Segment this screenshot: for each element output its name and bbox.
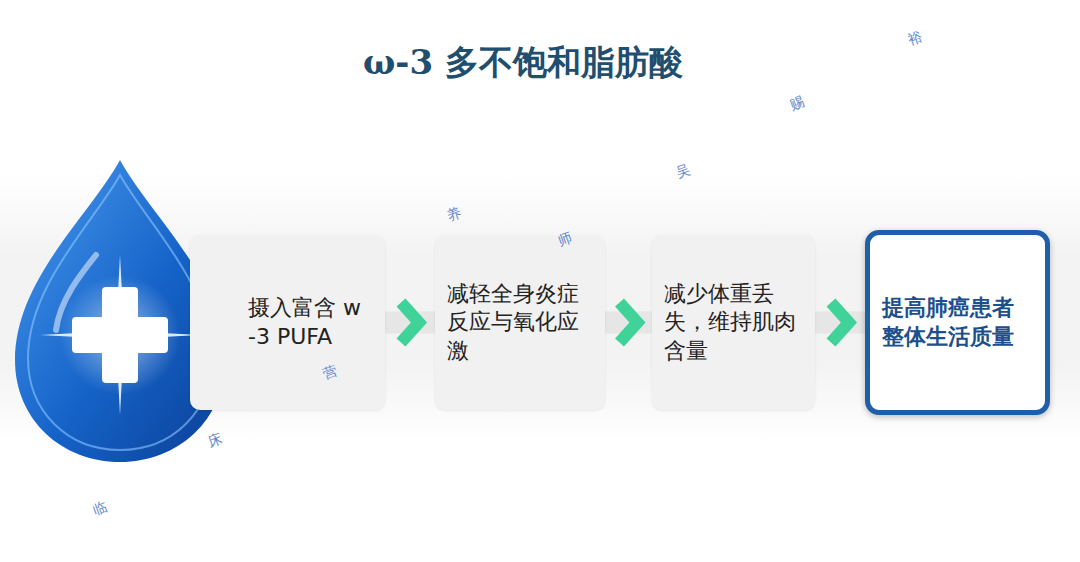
process-box: 减轻全身炎症反应与氧化应激 xyxy=(435,235,605,410)
result-box: 提高肺癌患者整体生活质量 xyxy=(865,230,1050,415)
chevron-connector xyxy=(815,303,865,343)
process-box: 减少体重丢失，维持肌肉含量 xyxy=(652,235,815,410)
box-text: 摄入富含 w-3 PUFA xyxy=(248,294,366,351)
process-box: 摄入富含 w-3 PUFA xyxy=(190,235,385,410)
watermark: 赐 xyxy=(787,93,806,115)
diagram-title: ω-3 多不饱和脂肪酸 xyxy=(0,40,1046,86)
chevron-connector xyxy=(385,303,435,343)
chevron-connector xyxy=(605,303,652,343)
box-text: 提高肺癌患者整体生活质量 xyxy=(882,294,1018,351)
box-text: 减轻全身炎症反应与氧化应激 xyxy=(447,280,583,366)
watermark: 裕 xyxy=(905,28,924,50)
box-text: 减少体重丢失，维持肌肉含量 xyxy=(664,280,800,366)
watermark: 临 xyxy=(90,498,109,520)
